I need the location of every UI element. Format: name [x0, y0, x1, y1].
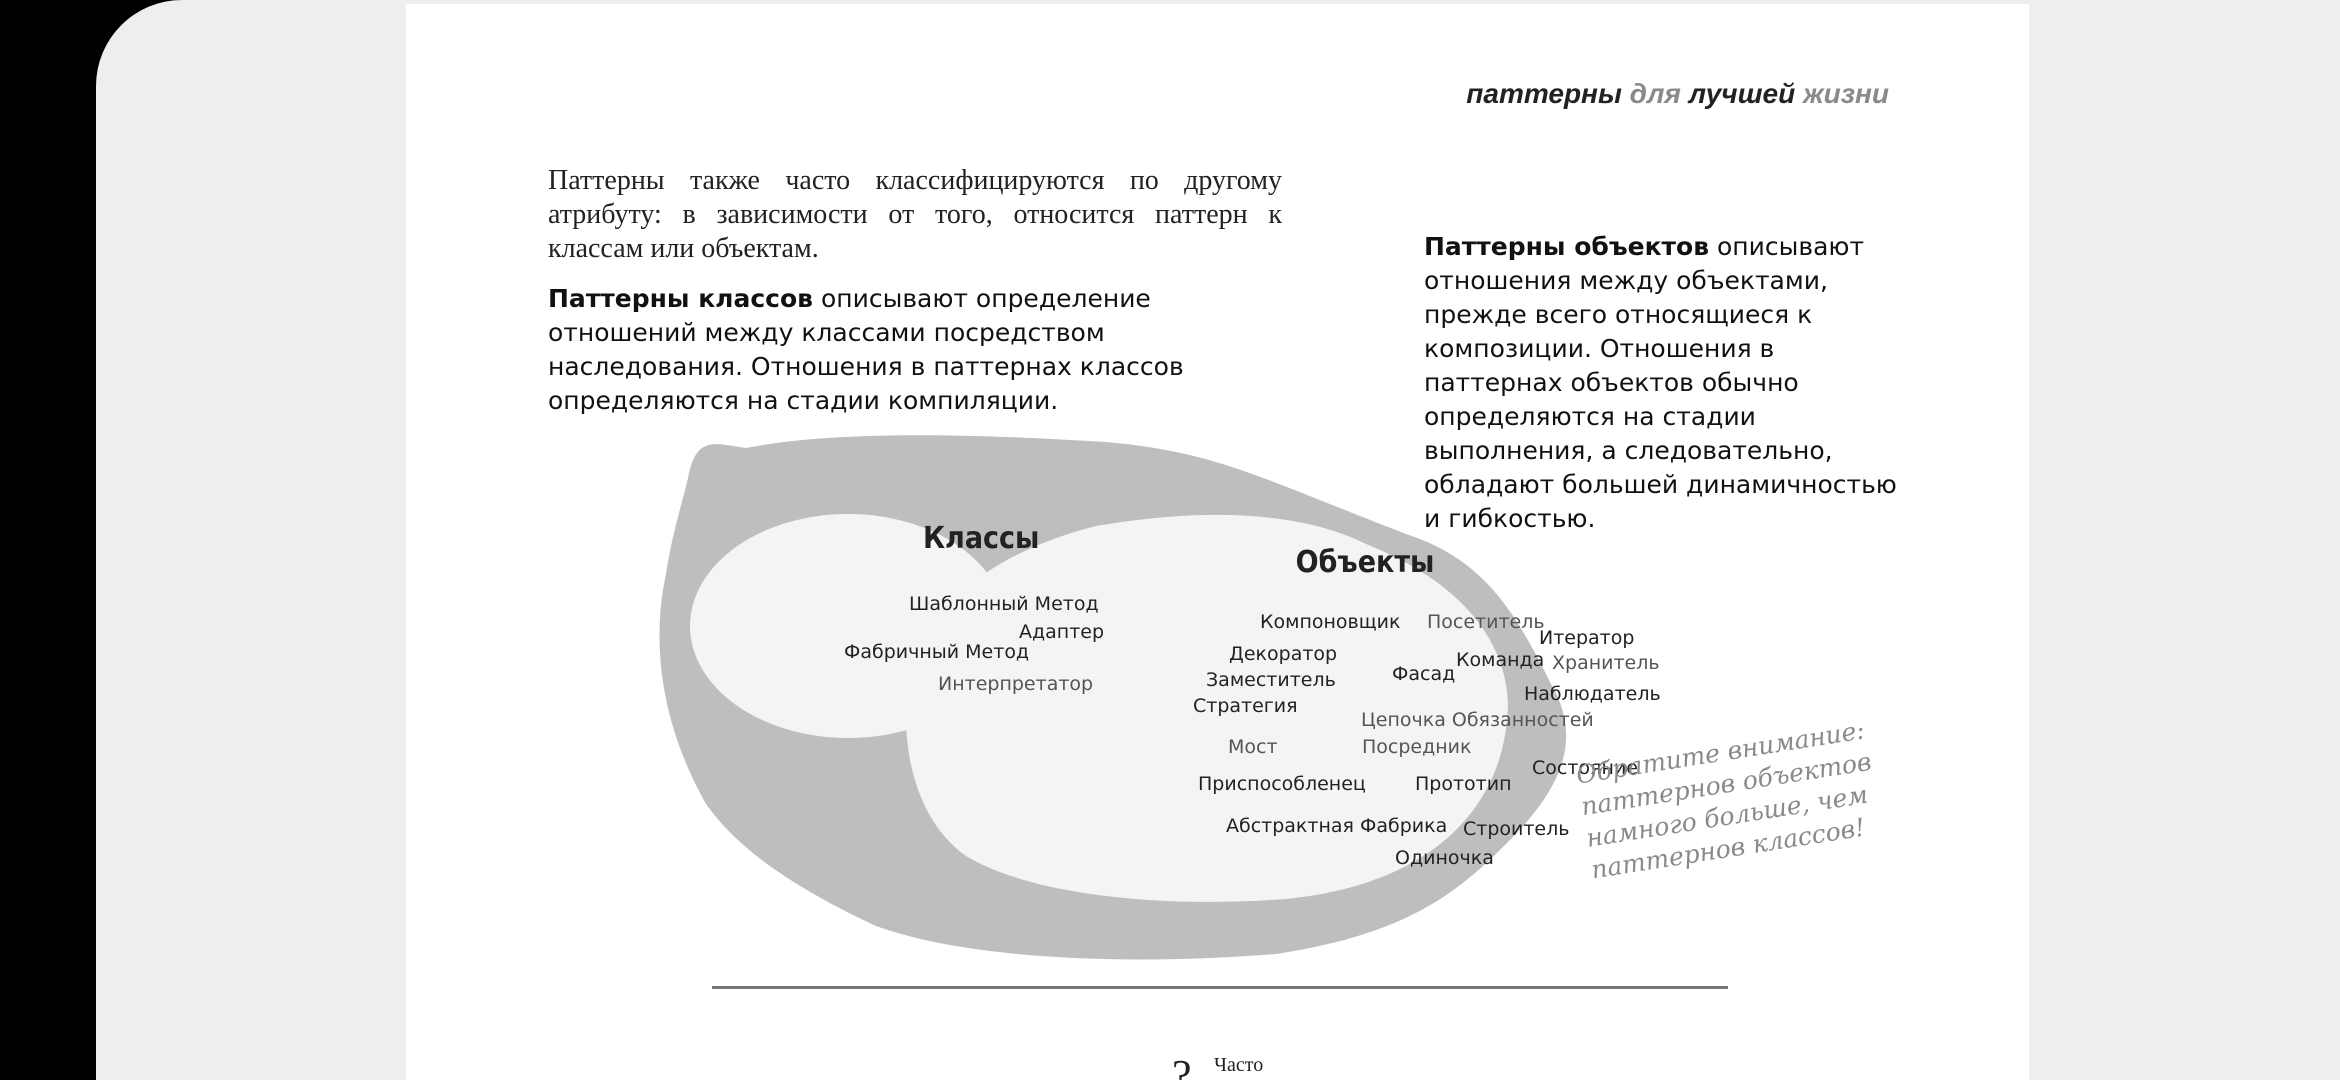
header-word: для — [1629, 78, 1681, 109]
pattern-label: Состояние — [1532, 757, 1638, 779]
pattern-label: Фасад — [1392, 663, 1455, 685]
objects-title: Объекты — [1296, 545, 1435, 580]
pattern-label: Шаблонный Метод — [909, 593, 1099, 615]
classes-title: Классы — [923, 521, 1039, 556]
class-patterns-term: Паттерны классов — [548, 284, 813, 313]
pattern-label: Наблюдатель — [1524, 683, 1661, 705]
intro-paragraph: Паттерны также часто классифицируются по… — [548, 165, 1282, 264]
object-patterns-term: Паттерны объектов — [1424, 232, 1710, 261]
pattern-label: Команда — [1456, 649, 1544, 671]
pattern-label: Компоновщик — [1260, 611, 1400, 633]
pattern-label: Цепочка Обязанностей — [1361, 709, 1594, 731]
pattern-label: Посредник — [1362, 736, 1472, 758]
running-header: паттерны для лучшей жизни — [1466, 78, 1889, 110]
object-patterns-text: описывают отношения между объектами, пре… — [1424, 232, 1897, 533]
object-patterns-paragraph: Паттерны объектов описывают отношения ме… — [1424, 230, 1904, 536]
objects-ellipse — [905, 514, 1508, 902]
pattern-label: Заместитель — [1206, 669, 1336, 691]
pattern-label: Прототип — [1415, 773, 1512, 795]
horizontal-divider — [712, 986, 1728, 989]
pattern-label: Приспособленец — [1198, 773, 1366, 795]
header-word: паттерны — [1466, 78, 1622, 109]
bottom-word: Часто — [1214, 1054, 1264, 1076]
pattern-label: Декоратор — [1229, 643, 1337, 665]
pattern-label: Строитель — [1463, 818, 1569, 840]
pattern-label: Стратегия — [1193, 695, 1298, 717]
pattern-label: Фабричный Метод — [844, 641, 1029, 663]
pattern-label: Мост — [1228, 736, 1278, 758]
bottom-question-mark: ? — [1172, 1051, 1192, 1080]
document-viewer[interactable]: паттерны для лучшей жизни Паттерны также… — [96, 0, 2340, 1080]
pattern-label: Одиночка — [1395, 847, 1494, 869]
header-word: лучшей — [1688, 78, 1796, 109]
pattern-label: Адаптер — [1019, 621, 1104, 643]
pattern-label: Интерпретатор — [938, 673, 1093, 695]
class-patterns-paragraph: Паттерны классов описывают определение о… — [548, 282, 1188, 418]
pattern-label: Хранитель — [1552, 652, 1660, 674]
pattern-label: Итератор — [1539, 627, 1634, 649]
class-patterns-text: описывают определение отношений между кл… — [548, 284, 1184, 415]
header-word: жизни — [1802, 78, 1889, 109]
pattern-label: Абстрактная Фабрика — [1226, 815, 1447, 837]
book-page: паттерны для лучшей жизни Паттерны также… — [406, 4, 2029, 1080]
patterns-diagram: Классы Объекты Шаблонный Метод Адаптер Ф… — [659, 435, 1661, 960]
pattern-label: Посетитель — [1427, 611, 1545, 633]
